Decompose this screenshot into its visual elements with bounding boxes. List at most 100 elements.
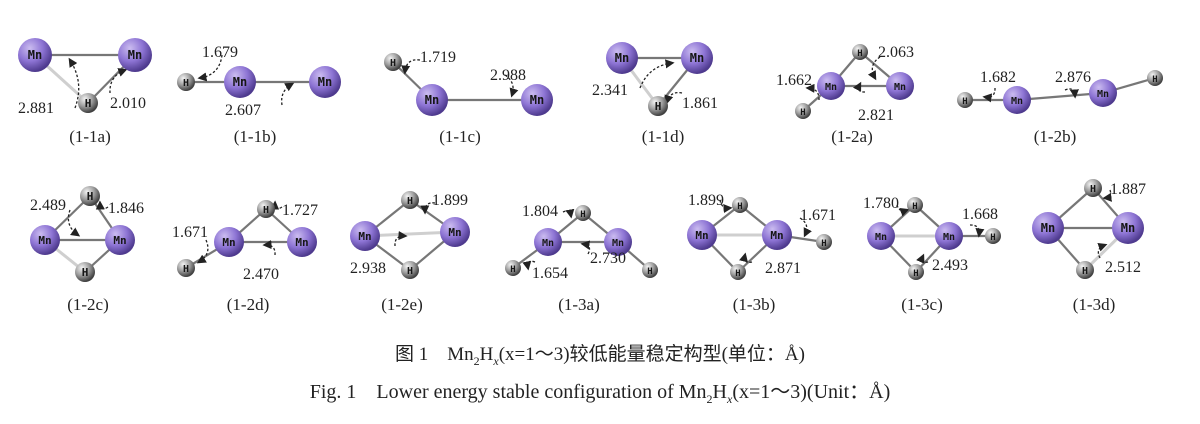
h-atom-label: H xyxy=(857,49,862,59)
mn-atom-label: Mn xyxy=(28,48,42,62)
structure-label: (1-3c) xyxy=(901,295,943,314)
bond-distance-label: 2.341 xyxy=(592,82,628,99)
distance-arrow xyxy=(867,56,881,81)
distance-arrow xyxy=(522,260,536,271)
distance-arrow xyxy=(281,82,295,106)
bond-distance-label: 2.988 xyxy=(490,67,526,84)
h-atom-label: H xyxy=(1152,75,1157,85)
distance-arrow xyxy=(719,199,733,214)
h-atom xyxy=(1147,70,1163,86)
h-atom-label: H xyxy=(87,190,94,203)
distance-arrow xyxy=(401,59,421,75)
h-atom xyxy=(575,205,591,221)
mn-atom xyxy=(1112,212,1144,244)
bond-distance-label: 2.876 xyxy=(1055,69,1091,86)
distance-arrow xyxy=(270,200,283,210)
distance-arrow xyxy=(109,68,128,94)
h-atom-label: H xyxy=(800,108,805,118)
h-atom-label: H xyxy=(82,266,89,279)
h-atom xyxy=(505,260,521,276)
bond-distance-label: 2.730 xyxy=(590,250,626,267)
mn-atom-label: Mn xyxy=(295,236,308,249)
mn-atom-label: Mn xyxy=(113,234,126,247)
mn-atom xyxy=(604,228,632,256)
mn-atom-label: Mn xyxy=(612,238,624,249)
distance-arrows-layer xyxy=(67,54,1112,271)
bond-distance-label: 2.871 xyxy=(765,260,801,277)
h-atom xyxy=(907,197,923,213)
structure-label: (1-3b) xyxy=(733,295,775,314)
h-atom-label: H xyxy=(580,210,585,220)
caption-chinese: 图 1 Mn2Hx(x=1～3)较低能量稳定构型(单位：Å) xyxy=(395,344,805,368)
mn-atom xyxy=(1003,86,1031,114)
h-atom-label: H xyxy=(263,205,269,216)
h-atom-label: H xyxy=(390,58,396,69)
bond-distance-label: 1.861 xyxy=(682,95,718,112)
h-atom-label: H xyxy=(647,267,652,277)
distance-arrow xyxy=(1102,189,1112,202)
structure-label: (1-1d) xyxy=(642,127,684,146)
structure-label: (1-2b) xyxy=(1034,127,1076,146)
h-atom xyxy=(384,53,402,71)
distance-arrow xyxy=(196,239,209,264)
bond-distance-label: 2.470 xyxy=(243,266,279,283)
h-atom xyxy=(732,197,748,213)
distance-arrow xyxy=(799,217,812,238)
mn-atom xyxy=(440,217,470,247)
mn-atom-label: Mn xyxy=(1121,221,1135,235)
mn-atom-label: Mn xyxy=(943,232,955,243)
h-atom xyxy=(648,96,668,116)
h-atom xyxy=(401,261,419,279)
bond-distance-label: 2.938 xyxy=(350,260,386,277)
distance-arrow xyxy=(639,59,675,89)
h-atom xyxy=(730,264,746,280)
h-atom-label: H xyxy=(912,202,917,212)
bond xyxy=(364,230,456,238)
h-atom-label: H xyxy=(821,239,826,249)
distance-arrow xyxy=(95,200,109,210)
distance-arrow xyxy=(1064,88,1079,99)
mn-atom xyxy=(309,66,341,98)
mn-atom-label: Mn xyxy=(530,93,544,107)
structure-label: (1-1c) xyxy=(439,127,481,146)
h-atom-label: H xyxy=(1090,184,1096,195)
h-atom-label: H xyxy=(913,269,918,279)
distance-arrow xyxy=(394,231,408,247)
structure-labels-layer: (1-1a)(1-1b)(1-1c)(1-1d)(1-2a)(1-2b)(1-2… xyxy=(67,127,1115,314)
mn-atom xyxy=(30,225,60,255)
distance-arrow xyxy=(664,91,683,105)
structure-label: (1-2a) xyxy=(831,127,873,146)
distance-arrow xyxy=(67,209,81,237)
bond-distance-label: 2.010 xyxy=(110,95,146,112)
mn-atom xyxy=(886,72,914,100)
h-atom-label: H xyxy=(737,202,742,212)
distance-arrow xyxy=(504,74,519,98)
bond-distance-label: 1.804 xyxy=(522,203,558,220)
mn-atom-label: Mn xyxy=(425,93,439,107)
bond-distance-label: 1.679 xyxy=(202,44,238,61)
mn-atom-label: Mn xyxy=(1011,96,1023,107)
bond-distance-label: 1.719 xyxy=(420,49,456,66)
h-atom xyxy=(852,44,868,60)
bond-distance-label: 1.899 xyxy=(688,192,724,209)
distance-arrow xyxy=(739,252,753,264)
bond-distance-label: 2.063 xyxy=(878,44,914,61)
bond-distance-label: 1.671 xyxy=(172,224,208,241)
mn-atom xyxy=(935,222,963,250)
distance-arrow xyxy=(580,240,591,255)
bond-distance-label: 2.881 xyxy=(18,100,54,117)
bond-distance-label: 1.654 xyxy=(532,265,568,282)
h-atom-label: H xyxy=(962,97,967,107)
h-atom xyxy=(177,259,195,277)
h-atom-label: H xyxy=(407,266,413,277)
mn-atom-label: Mn xyxy=(358,230,371,243)
h-atom-label: H xyxy=(407,196,413,207)
bond-distance-label: 1.668 xyxy=(962,206,998,223)
distance-arrow xyxy=(420,202,436,215)
mn-atom xyxy=(687,220,717,250)
structure-label: (1-2c) xyxy=(67,295,109,314)
structure-label: (1-2e) xyxy=(381,295,423,314)
h-atom xyxy=(75,262,95,282)
